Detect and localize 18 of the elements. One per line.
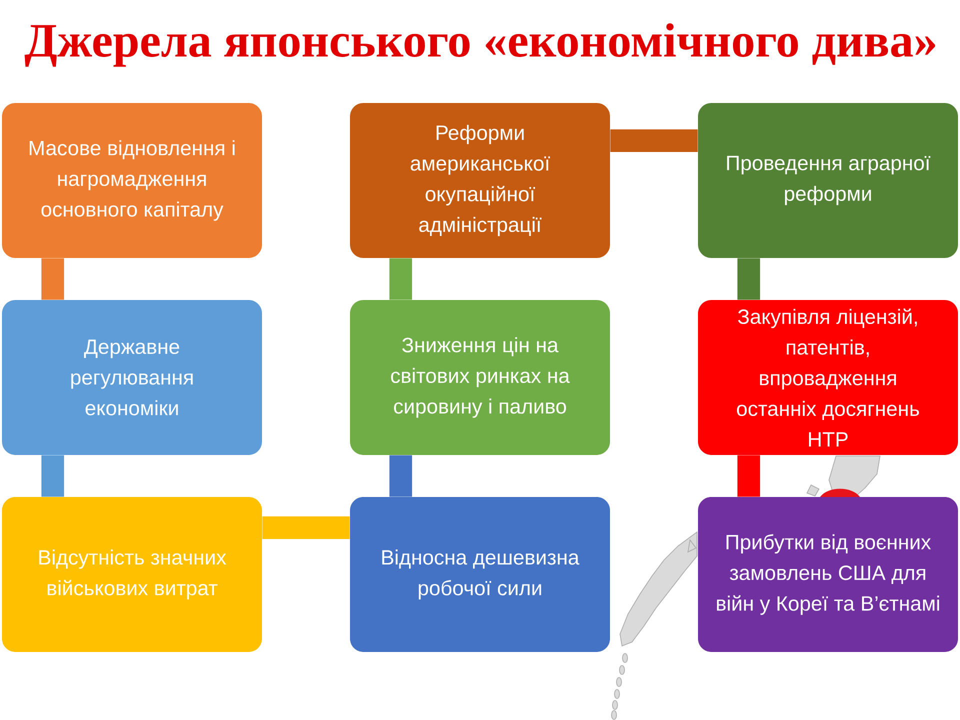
- rounded-box: Масове відновлення і нагромадження основного капіталу: [2, 103, 262, 258]
- rounded-box: Реформи американської окупаційної адміністрації: [350, 103, 610, 258]
- connector-bar: [389, 258, 412, 300]
- rounded-box: Зниження цін на світових ринках на сировину і паливо: [350, 300, 610, 455]
- rounded-box: Закупівля ліцензій, патентів, впровадження останніх досягнень НТР: [698, 300, 958, 455]
- rounded-box: Прибутки від воєнних замовлень США для війн у Кореї та В’єтнамі: [698, 497, 958, 652]
- rounded-box: Відсутність значних військових витрат: [2, 497, 262, 652]
- connector-bar: [262, 516, 350, 540]
- rounded-box: Проведення аграрної реформи: [698, 103, 958, 258]
- connector-bar: [737, 258, 760, 300]
- connector-bar: [737, 455, 760, 497]
- connector-bar: [389, 455, 412, 497]
- connector-bar: [41, 258, 64, 300]
- title: Джерела японського «економічного дива»: [24, 23, 936, 67]
- connector-bar: [41, 455, 64, 497]
- rounded-box: Відносна дешевизна робочої сили: [350, 497, 610, 652]
- connector-bar: [610, 129, 698, 152]
- rounded-box: Державне регулювання економіки: [2, 300, 262, 455]
